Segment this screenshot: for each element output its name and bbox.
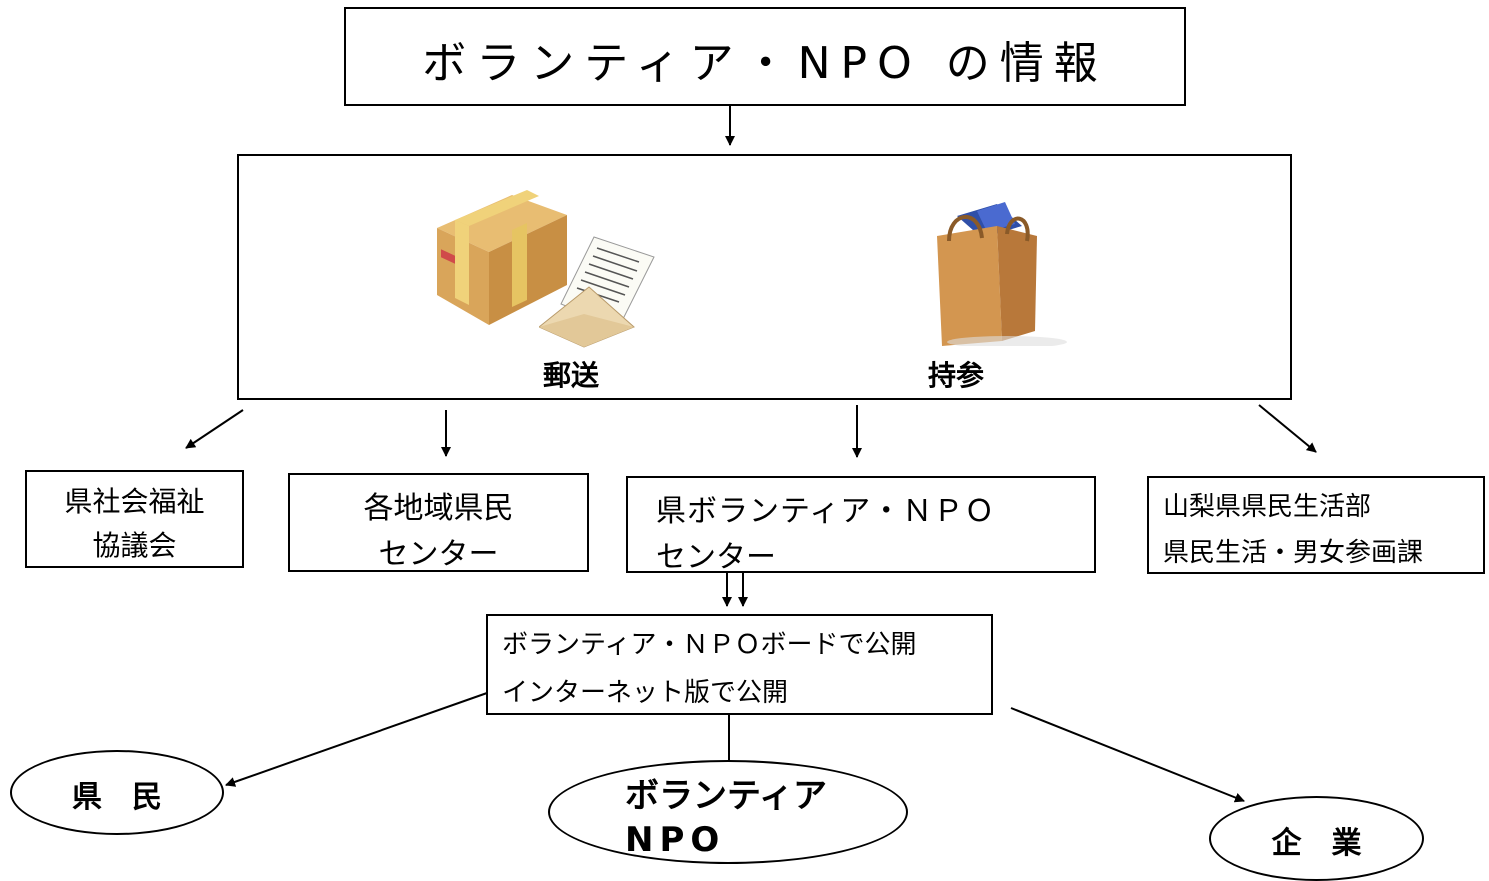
residents-label: 県 民 — [72, 780, 162, 815]
arrow-to-shakyo — [185, 409, 244, 449]
shakyo-line1: 県社会福祉 — [64, 485, 205, 518]
method-bring-label: 持参 — [928, 359, 985, 392]
publish-line1: ボランティア・ＮＰＯボードで公開 — [502, 630, 917, 660]
pref-line1: 山梨県県民生活部 — [1163, 492, 1372, 522]
box-chiiki: 各地域県民 センター — [288, 473, 589, 572]
parcel-box-icon — [437, 190, 567, 325]
box-volunteer-center: 県ボランティア・ＮＰＯ センター — [626, 476, 1096, 575]
chiiki-line1: 各地域県民 — [363, 491, 514, 526]
delivery-methods-box: 郵送 持参 — [237, 154, 1292, 400]
box-shakyo: 県社会福祉 協議会 — [25, 470, 244, 568]
oval-residents: 県 民 — [10, 750, 224, 835]
volunteer-label-line1: ボランティア — [625, 776, 827, 816]
page-title: ボランティア・NPO の情報 — [422, 38, 1108, 89]
arrow-to-pref — [1258, 404, 1317, 453]
publish-box: ボランティア・ＮＰＯボードで公開 インターネット版で公開 — [486, 614, 993, 715]
shakyo-line2: 協議会 — [92, 529, 177, 562]
center-line1: 県ボランティア・ＮＰＯ — [656, 494, 996, 529]
chiiki-line2: センター — [378, 537, 499, 572]
oval-volunteer-npo: ボランティア NPO — [548, 760, 908, 864]
arrow-to-companies — [1010, 707, 1245, 803]
volunteer-label-line2: NPO — [625, 820, 726, 860]
oval-companies: 企 業 — [1209, 796, 1424, 881]
publish-line2: インターネット版で公開 — [502, 678, 789, 708]
arrow-to-residents — [225, 692, 488, 787]
title-box: ボランティア・NPO の情報 — [344, 7, 1186, 106]
method-mail-label: 郵送 — [543, 359, 600, 392]
box-prefecture-dept: 山梨県県民生活部 県民生活・男女参画課 — [1147, 476, 1485, 574]
shopping-bag-icon — [937, 202, 1067, 346]
letter-envelope-icon — [539, 236, 655, 348]
companies-label: 企 業 — [1271, 826, 1362, 861]
pref-line2: 県民生活・男女参画課 — [1163, 538, 1424, 568]
center-line2: センター — [656, 540, 776, 575]
